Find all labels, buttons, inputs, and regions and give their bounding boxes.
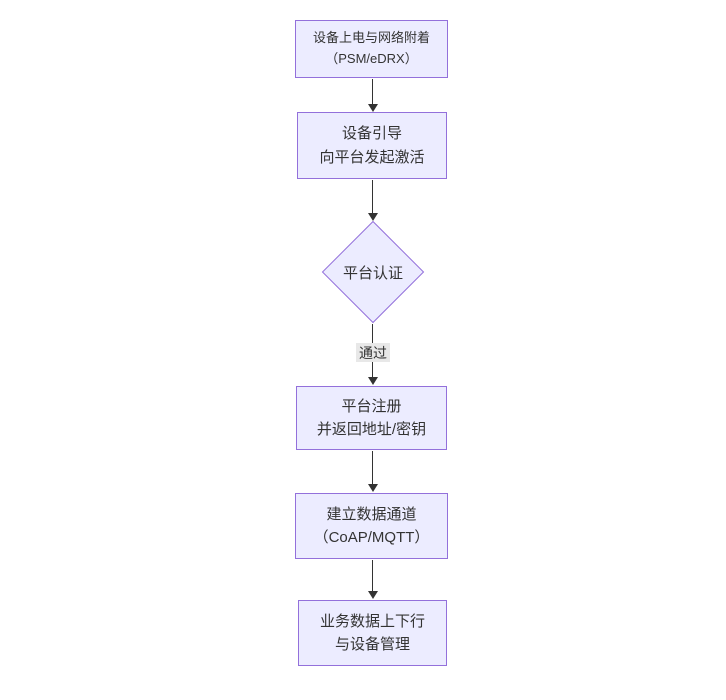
node-bootstrap: 设备引导 向平台发起激活 xyxy=(297,112,447,179)
arrowhead-icon xyxy=(368,104,378,112)
node-text-line: 并返回地址/密钥 xyxy=(316,421,427,438)
node-text-line: 与设备管理 xyxy=(334,636,410,653)
arrowhead-icon xyxy=(368,213,378,221)
edge-line xyxy=(372,180,373,214)
node-text-line: 设备引导 xyxy=(341,125,402,143)
node-text-line: 设备上电与网络附着 xyxy=(312,30,430,46)
edge-arrow xyxy=(367,180,378,221)
node-auth-decision: 平台认证 xyxy=(321,220,425,324)
node-business: 业务数据上下行 与设备管理 xyxy=(298,600,447,666)
edge-line xyxy=(372,79,373,105)
arrowhead-icon xyxy=(368,484,378,492)
node-text-line: 向平台发起激活 xyxy=(319,148,425,166)
node-text-line: 业务数据上下行 xyxy=(319,612,425,630)
node-register: 平台注册 并返回地址/密钥 xyxy=(296,386,447,450)
node-text-line: 平台注册 xyxy=(341,397,402,415)
node-channel: 建立数据通道 （CoAP/MQTT） xyxy=(295,493,448,559)
edge-arrow xyxy=(367,560,378,599)
edge-line xyxy=(372,451,373,485)
edge-label-pass: 通过 xyxy=(356,343,390,362)
edge-arrow xyxy=(367,451,378,492)
node-text-line: 建立数据通道 xyxy=(326,505,417,523)
arrowhead-icon xyxy=(368,591,378,599)
diamond-shape xyxy=(321,220,425,324)
node-text-line: （CoAP/MQTT） xyxy=(313,529,430,546)
node-text-line: 平台认证 xyxy=(342,264,403,282)
arrowhead-icon xyxy=(368,377,378,385)
node-power-attach: 设备上电与网络附着 （PSM/eDRX） xyxy=(295,20,448,78)
edge-line xyxy=(372,560,373,592)
edge-arrow xyxy=(367,79,378,112)
node-text-line: （PSM/eDRX） xyxy=(325,51,418,66)
